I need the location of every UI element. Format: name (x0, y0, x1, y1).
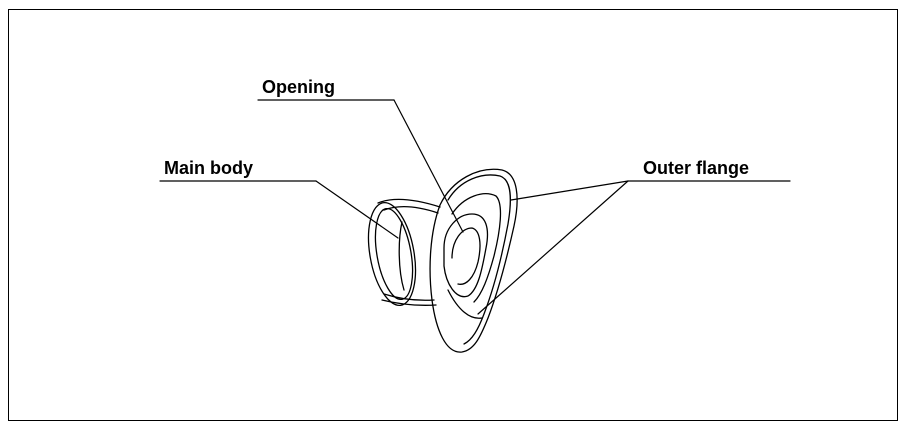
outer-flange-label: Outer flange (643, 158, 750, 178)
main-body-shape (367, 198, 441, 307)
outer-flange-shape (429, 168, 518, 353)
opening-label: Opening (262, 77, 335, 97)
outer-flange-leader-line-lower (477, 180, 629, 315)
main-body-label: Main body (164, 158, 253, 178)
main-body-leader-line (315, 180, 399, 239)
outer-flange-leader-line-upper (510, 180, 629, 201)
figure-frame (8, 9, 898, 421)
opening-leader-line (393, 99, 464, 233)
leader-lines (159, 99, 791, 315)
